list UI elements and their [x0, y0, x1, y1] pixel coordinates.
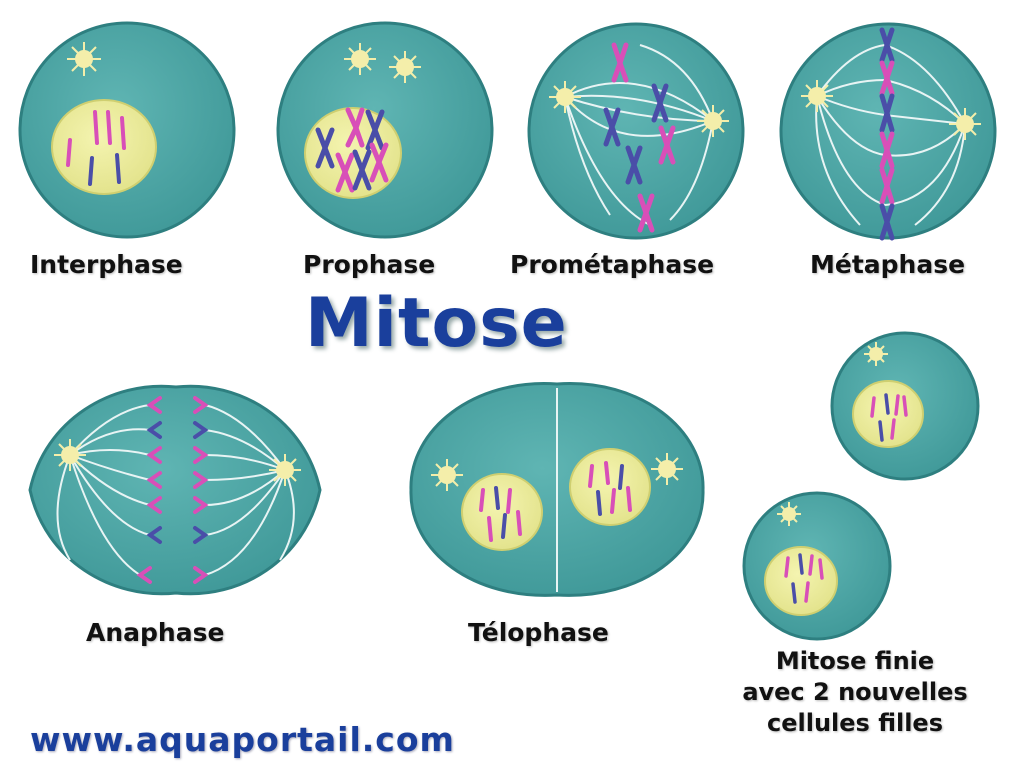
metaphase-cell: [779, 22, 997, 241]
chromosomes: [603, 42, 676, 233]
final-caption-line: cellules filles: [767, 709, 943, 737]
prometaphase-cell: [527, 22, 745, 240]
spindle-fibers: [564, 44, 714, 226]
final-caption-line: Mitose finie: [775, 647, 935, 675]
chromatin: [479, 461, 632, 542]
stage-label-interphase: Interphase: [30, 250, 183, 279]
daughter-cell-bottom: [742, 491, 892, 641]
interphase-cell: [18, 21, 236, 239]
telophase-cell: [409, 382, 705, 597]
chromatin: [870, 393, 908, 442]
centrosome-icon: [54, 439, 301, 486]
centrosome-icon: [431, 453, 683, 491]
stage-label-anaphase: Anaphase: [86, 618, 225, 647]
stage-label-prophase: Prophase: [303, 250, 436, 279]
metaphase-plate: [879, 27, 895, 241]
stage-label-telophase: Télophase: [468, 618, 609, 647]
chromatin: [66, 110, 126, 186]
stage-label-prometaphase: Prométaphase: [510, 250, 715, 279]
final-caption-line: avec 2 nouvelles: [742, 678, 968, 706]
page-title: Mitose: [305, 284, 568, 363]
website-link[interactable]: www.aquaportail.com: [30, 720, 455, 759]
centrosome-icon: [777, 502, 801, 526]
centrosome-icon: [67, 42, 101, 76]
centrosome-icon: [549, 81, 729, 137]
chromosomes: [315, 107, 389, 193]
centrosome-icon: [344, 43, 421, 83]
daughter-cell-top: [830, 331, 980, 481]
separating-chromatids: [136, 396, 209, 584]
stage-label-metaphase: Métaphase: [810, 250, 966, 279]
anaphase-cell: [28, 384, 322, 596]
centrosome-icon: [801, 80, 981, 140]
chromatin: [784, 553, 824, 604]
centrosome-icon: [864, 342, 888, 366]
prophase-cell: [276, 21, 494, 239]
final-caption: Mitose finie avec 2 nouvelles cellules f…: [700, 646, 1010, 739]
